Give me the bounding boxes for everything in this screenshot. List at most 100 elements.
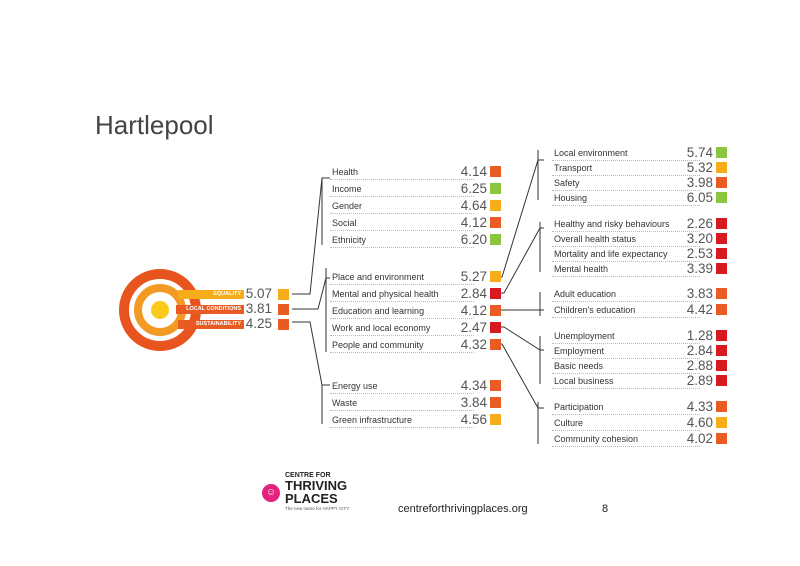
- indicator-label: Mortality and life expectancy: [554, 249, 668, 259]
- color-swatch: [716, 248, 727, 259]
- color-swatch: [716, 304, 727, 315]
- indicator-label: People and community: [332, 340, 424, 350]
- color-swatch: [490, 305, 501, 316]
- row-overall-health-status: Overall health status 3.20: [552, 230, 727, 247]
- indicator-label: Safety: [554, 178, 580, 188]
- indicator-value: 4.64: [460, 198, 487, 213]
- color-swatch: [716, 288, 727, 299]
- indicator-label: Local business: [554, 376, 614, 386]
- indicator-label: Local environment: [554, 148, 628, 158]
- indicator-value: 4.42: [686, 302, 713, 317]
- indicator-value: 4.02: [686, 431, 713, 446]
- indicator-value: 4.56: [460, 412, 487, 427]
- color-swatch: [716, 360, 727, 371]
- row-income: Income 6.25: [330, 180, 501, 197]
- indicator-label: Mental and physical health: [332, 289, 439, 299]
- color-swatch: [716, 192, 727, 203]
- indicator-value: 4.12: [460, 215, 487, 230]
- indicator-label: Gender: [332, 201, 363, 211]
- row-local-business: Local business 2.89: [552, 372, 727, 389]
- page-title: Hartlepool: [95, 110, 214, 140]
- row-local-environment: Local environment 5.74: [552, 144, 727, 161]
- indicator-label: Mental health: [554, 264, 609, 274]
- indicator-label: Ethnicity: [332, 235, 367, 245]
- color-swatch: [716, 417, 727, 428]
- color-swatch: [716, 162, 727, 173]
- color-swatch: [490, 397, 501, 408]
- indicator-value: 4.12: [460, 303, 487, 318]
- indicator-label: Waste: [332, 398, 358, 408]
- website-url: centreforthrivingplaces.org: [398, 503, 528, 515]
- color-swatch: [490, 166, 501, 177]
- page-number: 8: [602, 503, 609, 515]
- indicator-label: Green infrastructure: [332, 415, 413, 425]
- color-swatch: [716, 433, 727, 444]
- indicator-value: 3.20: [686, 231, 713, 246]
- row-basic-needs: Basic needs 2.88: [552, 357, 727, 374]
- color-swatch: [490, 183, 501, 194]
- indicator-label: Basic needs: [554, 361, 604, 371]
- row-social: Social 4.12: [330, 214, 501, 231]
- value: 4.25: [245, 316, 272, 331]
- indicator-label: Housing: [554, 193, 588, 203]
- row-housing: Housing 6.05: [552, 189, 727, 206]
- pill-equality: EQUALITY: [178, 290, 244, 299]
- indicator-label: Adult education: [554, 289, 617, 299]
- indicator-value: 2.47: [460, 320, 487, 335]
- value: 3.81: [245, 301, 272, 316]
- color-swatch: [716, 401, 727, 412]
- indicator-value: 5.74: [686, 145, 713, 160]
- value: 5.07: [245, 286, 272, 301]
- indicator-label: Participation: [554, 402, 604, 412]
- row-ethnicity: Ethnicity 6.20: [330, 231, 501, 248]
- indicator-value: 6.25: [460, 181, 487, 196]
- color-swatch: [716, 218, 727, 229]
- indicator-value: 2.84: [460, 286, 487, 301]
- row-unemployment: Unemployment 1.28: [552, 327, 727, 344]
- indicator-value: 6.05: [686, 190, 713, 205]
- indicator-value: 2.84: [686, 343, 713, 358]
- color-swatch: [490, 234, 501, 245]
- color-swatch: [490, 322, 501, 333]
- indicator-label: Unemployment: [554, 331, 615, 341]
- indicator-label: Social: [332, 218, 357, 228]
- color-swatch: [278, 289, 289, 300]
- color-swatch: [716, 177, 727, 188]
- indicator-value: 1.28: [686, 328, 713, 343]
- row-mental-and-physical-health: Mental and physical health 2.84: [330, 285, 501, 302]
- indicator-value: 4.60: [686, 415, 713, 430]
- indicator-value: 2.88: [686, 358, 713, 373]
- centre-for-thriving-places-logo: ☺ CENTRE FOR THRIVING PLACES The new nam…: [262, 470, 372, 520]
- indicator-value: 3.83: [686, 286, 713, 301]
- indicator-value: 2.53: [686, 246, 713, 261]
- indicator-value: 2.89: [686, 373, 713, 388]
- row-green-infrastructure: Green infrastructure 4.56: [330, 411, 501, 428]
- color-swatch: [490, 414, 501, 425]
- indicator-value: 3.39: [686, 261, 713, 276]
- indicator-value: 4.33: [686, 399, 713, 414]
- indicator-value: 6.20: [460, 232, 487, 247]
- row-employment: Employment 2.84: [552, 342, 727, 359]
- indicator-label: Overall health status: [554, 234, 637, 244]
- indicator-value: 4.14: [460, 164, 487, 179]
- indicator-label: Employment: [554, 346, 605, 356]
- row-participation: Participation 4.33: [552, 398, 727, 415]
- row-adult-education: Adult education 3.83: [552, 285, 727, 302]
- indicator-value: 3.98: [686, 175, 713, 190]
- indicator-label: Healthy and risky behaviours: [554, 219, 670, 229]
- indicator-label: Children's education: [554, 305, 636, 315]
- row-safety: Safety 3.98: [552, 174, 727, 191]
- color-swatch: [716, 233, 727, 244]
- row-mental-health: Mental health 3.39: [552, 260, 727, 277]
- indicator-label: Income: [332, 184, 362, 194]
